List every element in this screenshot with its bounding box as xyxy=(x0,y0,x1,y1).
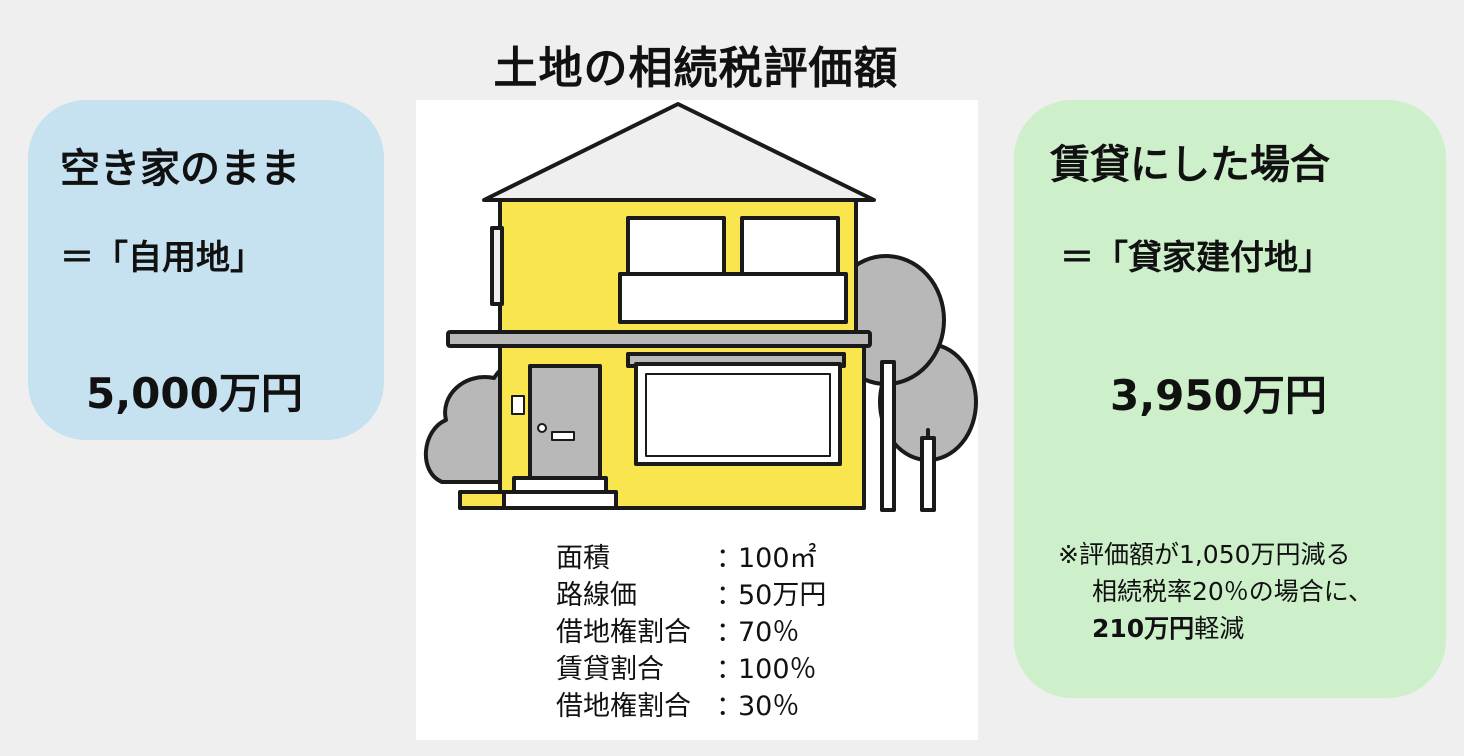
vacant-house-value: 5,000万円 xyxy=(86,369,303,418)
intercom-icon xyxy=(511,395,525,415)
upper-window-left xyxy=(626,216,726,280)
rental-card: 賃貸にした場合 ＝「貸家建付地」 3,950万円 ※評価額が1,050万円減る … xyxy=(1014,100,1446,698)
reduction-note: ※評価額が1,050万円減る 相続税率20％の場合に、 210万円軽減 xyxy=(1058,536,1373,647)
rental-category: ＝「貸家建付地」 xyxy=(1060,238,1332,278)
upper-window-right xyxy=(740,216,840,280)
spec-row: 面積 ： 100㎡ xyxy=(556,543,817,574)
tax-saving-suffix: 軽減 xyxy=(1194,614,1245,643)
land-specs: 面積 ： 100㎡ 路線価 ： 50万円 借地権割合 ： 70％ 賃貸割合 ： … xyxy=(556,540,826,725)
rental-heading: 賃貸にした場合 xyxy=(1050,142,1330,188)
step-lower xyxy=(502,490,618,510)
spec-row: 賃貸割合 ： 100％ xyxy=(556,654,817,685)
eave xyxy=(446,330,872,348)
vacant-house-category: ＝「自用地」 xyxy=(60,238,264,278)
house-illustration-panel: 面積 ： 100㎡ 路線価 ： 50万円 借地権割合 ： 70％ 賃貸割合 ： … xyxy=(416,100,978,740)
page-title: 土地の相続税評価額 xyxy=(493,43,899,94)
roof-icon xyxy=(482,102,876,202)
step-upper xyxy=(512,476,608,494)
door-icon xyxy=(528,364,602,480)
tax-saving-amount: 210万円 xyxy=(1092,614,1195,643)
balcony xyxy=(618,272,848,324)
note-line: 210万円軽減 xyxy=(1058,610,1373,647)
spec-row: 借地権割合 ： 30％ xyxy=(556,691,800,722)
note-line: 相続税率20％の場合に、 xyxy=(1092,577,1374,606)
house-illustration xyxy=(424,102,978,512)
vacant-house-card: 空き家のまま ＝「自用地」 5,000万円 xyxy=(28,100,384,440)
note-line: ※評価額が1,050万円減る xyxy=(1058,540,1351,569)
rental-value: 3,950万円 xyxy=(1110,371,1327,420)
spec-row: 借地権割合 ： 70％ xyxy=(556,617,800,648)
spec-row: 路線価 ： 50万円 xyxy=(556,580,827,611)
vacant-house-heading: 空き家のまま xyxy=(60,146,300,192)
